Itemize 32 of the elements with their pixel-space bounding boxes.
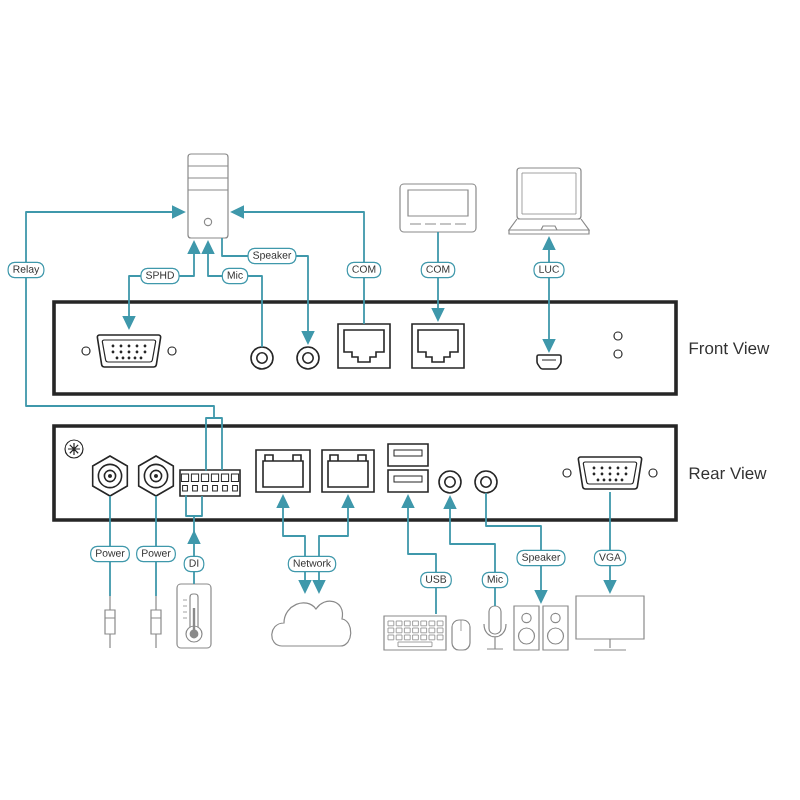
rj45-port [411, 323, 465, 369]
connector-line [155, 495, 157, 597]
rj45-port [337, 323, 391, 369]
usb-port [387, 443, 429, 493]
power-jack [91, 455, 129, 497]
screen-device [399, 183, 477, 233]
arrow [25, 205, 223, 471]
power-plug [150, 595, 162, 649]
rj45-port [255, 449, 311, 493]
power-jack [137, 455, 175, 497]
cloud [271, 600, 352, 647]
thermometer [176, 583, 212, 649]
view-label: Rear View [689, 466, 767, 480]
vga-port [562, 456, 658, 490]
power-plug [104, 595, 116, 649]
audio-jack [474, 470, 498, 494]
arrow [185, 495, 203, 585]
audio-jack [438, 470, 462, 494]
connector-line [109, 495, 111, 597]
microphone [483, 605, 507, 650]
terminal-block [179, 469, 241, 497]
keyboard-and-mouse [383, 615, 471, 651]
view-label: Front View [689, 341, 770, 355]
audio-jack [250, 346, 274, 370]
usb-port [536, 354, 562, 370]
rj45-port [321, 449, 375, 493]
computer-tower [187, 153, 229, 239]
monitor [575, 595, 645, 651]
vga-port [81, 334, 177, 368]
speakers [513, 605, 569, 651]
audio-jack [296, 346, 320, 370]
laptop [507, 167, 591, 235]
